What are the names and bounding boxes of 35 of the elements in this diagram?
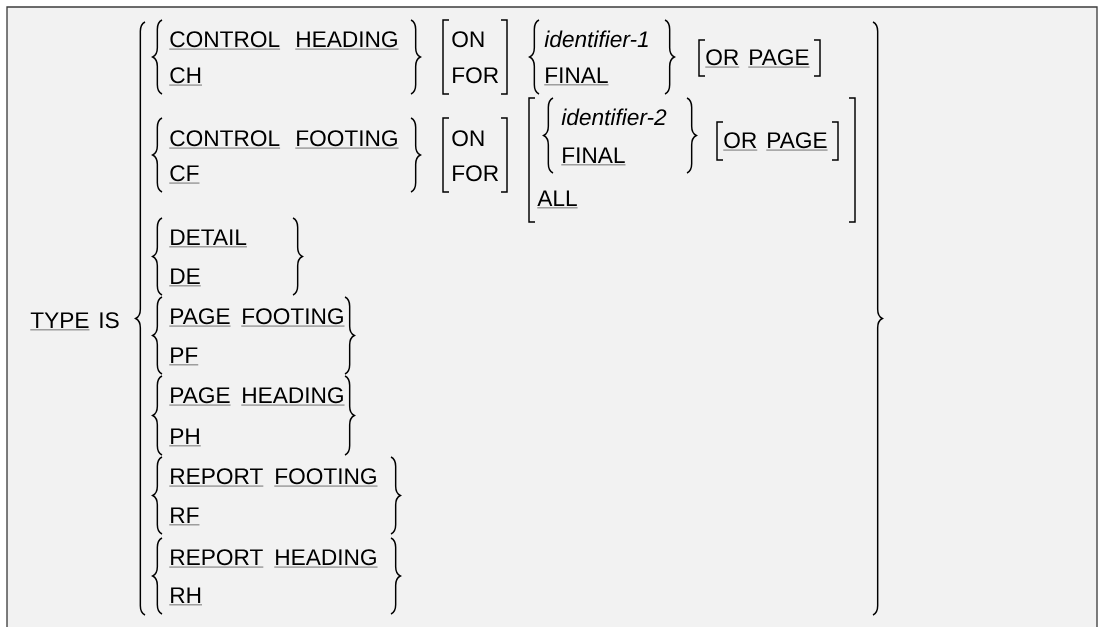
underlined-keyword: TYPE [30, 312, 90, 331]
underlined-keyword: CF [169, 165, 200, 184]
identifier: identifier-1 [544, 30, 648, 48]
underlined-keyword: CONTROL [169, 130, 281, 149]
underlined-keyword: DE [169, 268, 202, 287]
keyword: ON [452, 130, 484, 147]
underlined-keyword: CH [169, 67, 203, 86]
underlined-keyword: CONTROL [169, 31, 281, 50]
underlined-keyword: RF [169, 507, 200, 526]
keyword: FOR [453, 67, 499, 84]
underlined-keyword: FOOTING [241, 308, 345, 327]
keyword: ON [452, 31, 484, 48]
underlined-keyword: OR [705, 49, 740, 68]
underlined-keyword: ALL [537, 190, 578, 209]
underlined-keyword: FOOTING [295, 130, 399, 149]
keyword: FOR [453, 165, 499, 182]
underlined-keyword: REPORT [169, 468, 264, 487]
underlined-keyword: PAGE [169, 308, 231, 327]
underlined-keyword: PH [169, 428, 202, 447]
underlined-keyword: RH [169, 587, 203, 606]
underlined-keyword: DETAIL [169, 229, 248, 248]
keyword: IS [100, 312, 119, 329]
underlined-keyword: PAGE [169, 387, 231, 406]
underlined-keyword: PAGE [748, 49, 810, 68]
underlined-keyword: HEADING [241, 387, 345, 406]
underlined-keyword: PF [169, 347, 199, 366]
underlined-keyword: FOOTING [274, 468, 378, 487]
underlined-keyword: HEADING [295, 31, 399, 50]
identifier: identifier-2 [561, 108, 667, 126]
underlined-keyword: REPORT [169, 549, 264, 568]
underlined-keyword: HEADING [274, 549, 378, 568]
underlined-keyword: OR [723, 132, 758, 151]
underlined-keyword: PAGE [766, 132, 828, 151]
underlined-keyword: FINAL [561, 147, 626, 166]
underlined-keyword: FINAL [544, 67, 609, 86]
